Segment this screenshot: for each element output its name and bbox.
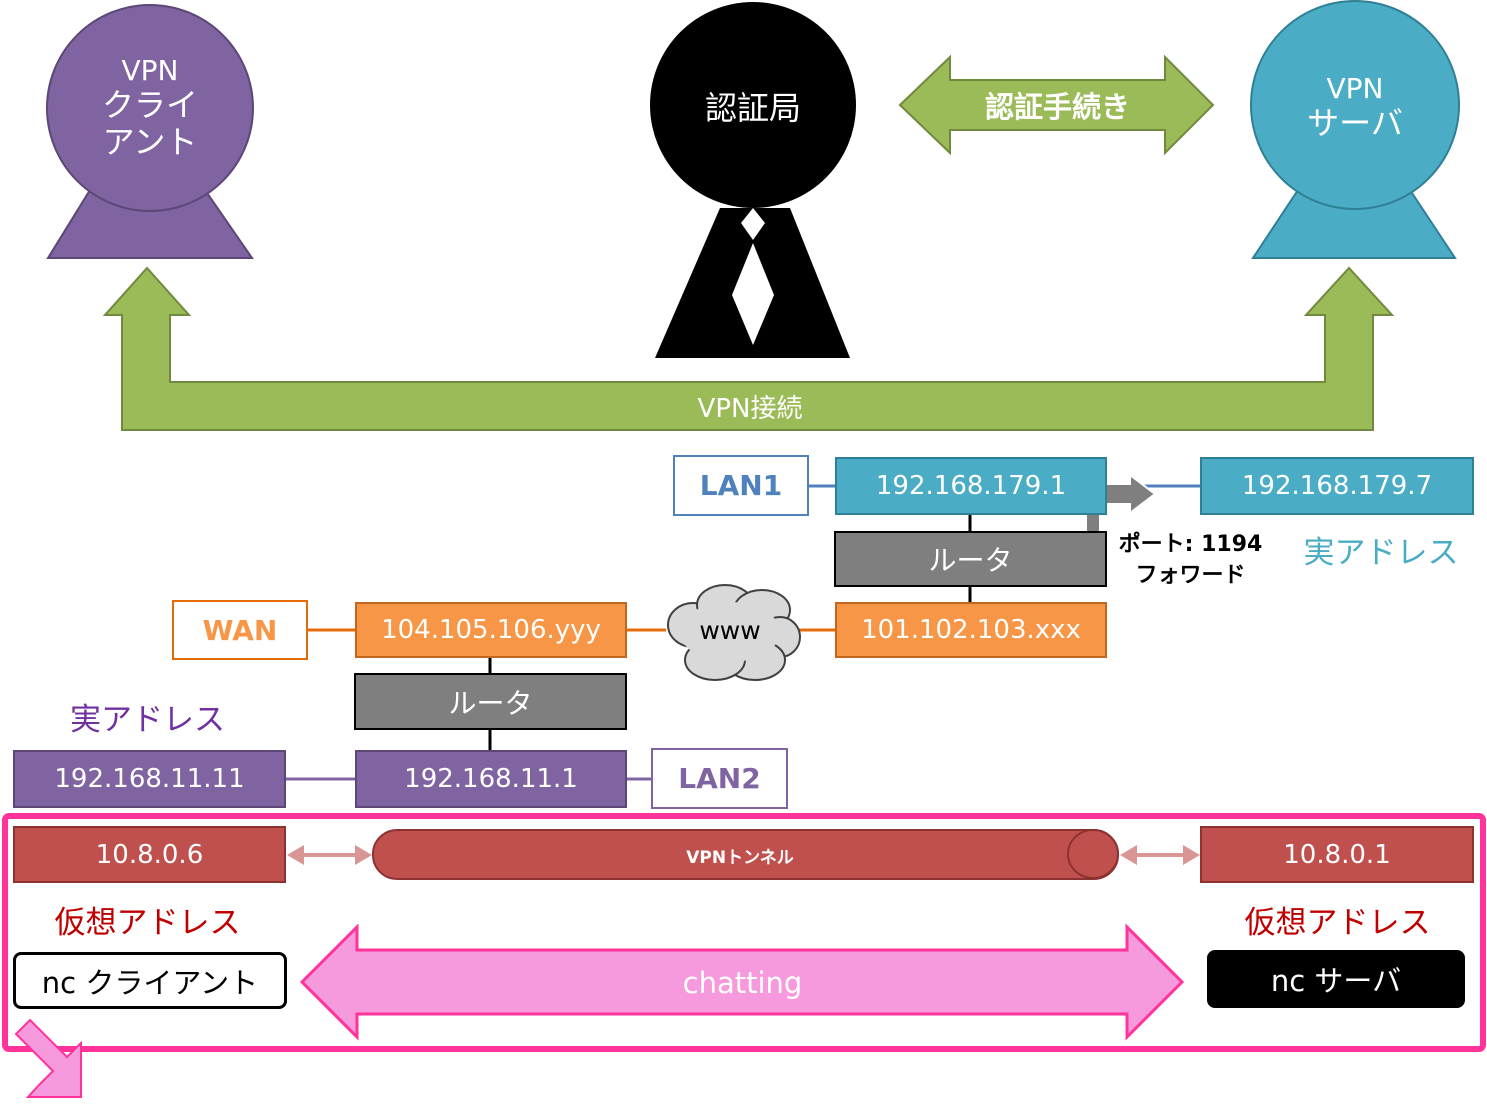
- port-forward-label: ポート: 1194 フォワード: [1108, 528, 1273, 594]
- vpn-server-line2: サーバ: [1307, 104, 1403, 143]
- vpn-client-line3: アント: [102, 122, 198, 161]
- vpn-client-label: VPN クライ アント: [50, 40, 250, 175]
- vpn-client-line2: クライ: [101, 85, 198, 124]
- tunnel-link-arrow-left: [287, 845, 372, 865]
- wan-server-side-ip: 101.102.103.xxx: [835, 602, 1107, 658]
- client-virtual-ip: 10.8.0.6: [13, 826, 286, 883]
- lan2-client-ip: 192.168.11.11: [13, 750, 286, 808]
- lan1-server-ip: 192.168.179.7: [1200, 457, 1474, 515]
- auth-procedure-label: 認証手続き: [984, 90, 1130, 124]
- server-real-address-label: 実アドレス: [1303, 534, 1459, 571]
- client-virtual-address-label: 仮想アドレス: [54, 904, 241, 941]
- chat-frame: [2, 813, 1486, 1052]
- corner-arrow: [14, 1018, 82, 1098]
- cloud-label: www: [699, 615, 761, 645]
- vpn-server-line1: VPN: [1326, 72, 1384, 105]
- wan-client-side-ip: 104.105.106.yyy: [355, 602, 627, 658]
- vpn-tunnel-icon: [372, 829, 1119, 880]
- vpn-connection-label: VPN接続: [697, 393, 803, 424]
- server-virtual-ip: 10.8.0.1: [1200, 826, 1474, 883]
- router-server-side: ルータ: [834, 531, 1107, 587]
- chatting-double-arrow: [299, 923, 1185, 1041]
- lan2-label: LAN2: [651, 748, 788, 809]
- tunnel-link-arrow-right: [1120, 845, 1200, 865]
- router-client-side: ルータ: [354, 673, 627, 730]
- cert-authority-icon: [650, 2, 856, 358]
- lan2-router-ip: 192.168.11.1: [355, 750, 627, 808]
- chatting-label: chatting: [682, 966, 803, 1000]
- server-virtual-address-label: 仮想アドレス: [1244, 904, 1431, 941]
- nc-client-box: nc クライアント: [13, 952, 287, 1009]
- cert-authority-label: 認証局: [704, 89, 801, 127]
- vpn-connection-arrow: [102, 266, 1395, 431]
- vpn-server-label: VPN サーバ: [1255, 60, 1455, 155]
- vpn-tunnel-label: VPNトンネル: [686, 847, 794, 868]
- vpn-client-line1: VPN: [121, 53, 179, 87]
- lan1-label: LAN1: [673, 455, 809, 516]
- nc-server-box: nc サーバ: [1207, 950, 1465, 1008]
- port-forward-line2: フォワード: [1135, 563, 1246, 588]
- auth-double-arrow: [898, 54, 1215, 156]
- lan1-router-ip: 192.168.179.1: [835, 457, 1107, 515]
- vpn-client-icon: [46, 4, 254, 259]
- client-real-address-label: 実アドレス: [70, 701, 225, 738]
- wan-label: WAN: [172, 600, 308, 660]
- cloud-icon: [667, 584, 801, 681]
- vpn-server-icon: [1250, 0, 1460, 259]
- port-forward-line1: ポート: 1194: [1118, 532, 1263, 558]
